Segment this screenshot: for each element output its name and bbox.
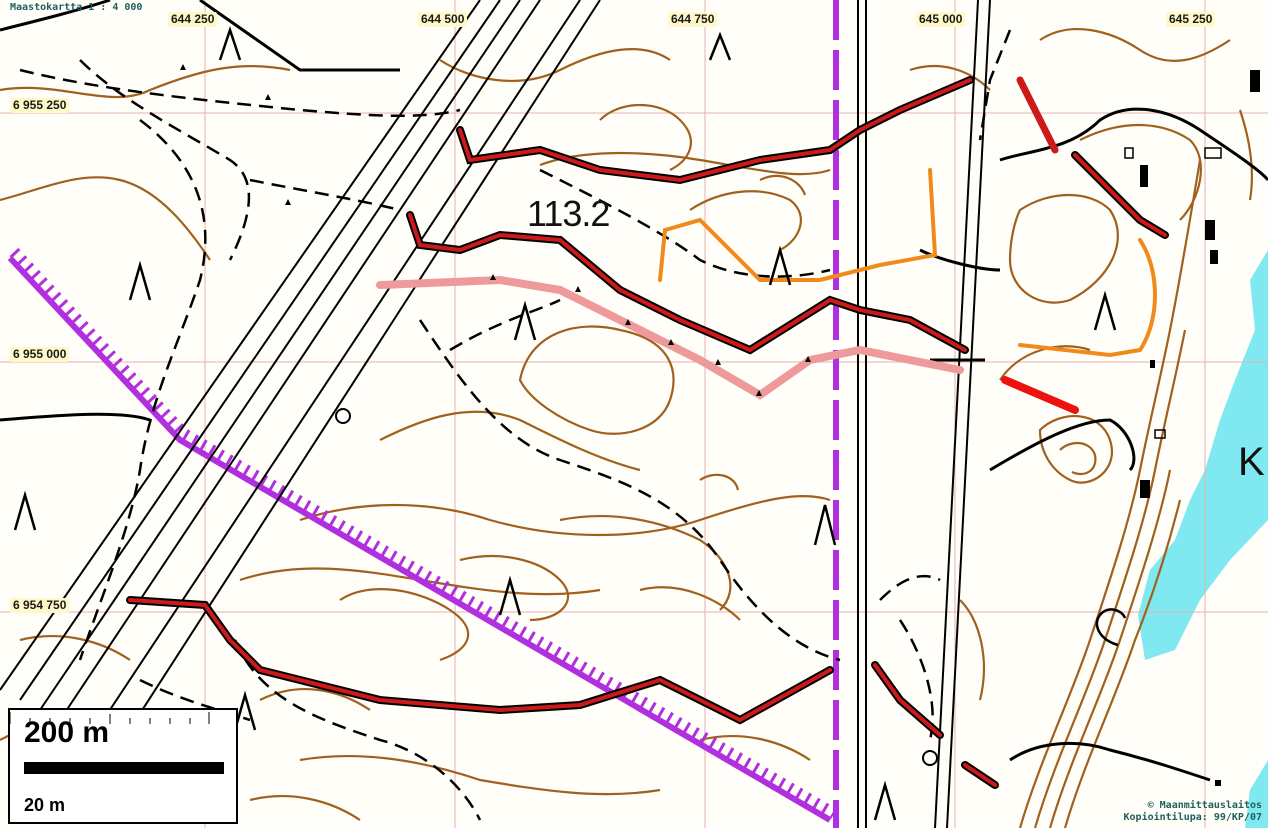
scale-bar bbox=[24, 762, 224, 774]
contour-lines bbox=[0, 28, 1254, 828]
rock-symbols bbox=[13, 26, 1117, 821]
building-outlines bbox=[1124, 147, 1222, 439]
buildings bbox=[1140, 70, 1260, 786]
copyright-notice: © Maanmittauslaitos Kopiointilupa: 99/KP… bbox=[1124, 800, 1262, 824]
grid-x-label-644500: 644 500 bbox=[418, 12, 468, 27]
grid-x-label-645000: 645 000 bbox=[916, 12, 966, 27]
elevation-label: 113.2 bbox=[527, 193, 610, 234]
map-title: Maastokartta 1 : 4 000 bbox=[10, 2, 143, 13]
pink-road bbox=[376, 275, 964, 400]
area-letter-label: K bbox=[1238, 440, 1265, 484]
well-symbol bbox=[335, 408, 351, 424]
black-roads bbox=[0, 0, 1268, 782]
grid-x-label-645250: 645 250 bbox=[1166, 12, 1216, 27]
grid-y-label-6955000: 6 955 000 bbox=[10, 347, 70, 362]
grid-x-label-644750: 644 750 bbox=[668, 12, 718, 27]
well-symbol-2 bbox=[922, 750, 938, 766]
scale-bar-panel: 200 m 20 m bbox=[8, 708, 238, 824]
grid-y-label-6955250: 6 955 250 bbox=[10, 98, 70, 113]
scale-main-label: 200 m bbox=[24, 716, 110, 749]
orange-roads bbox=[658, 168, 1157, 358]
red-roads bbox=[126, 76, 1169, 789]
lake-water bbox=[1138, 250, 1268, 660]
scale-sub-label: 20 m bbox=[24, 795, 66, 815]
grid-x-label-644250: 644 250 bbox=[168, 12, 218, 27]
depression-symbol bbox=[1095, 608, 1127, 647]
scale-ticks bbox=[10, 712, 210, 724]
lake-water-2 bbox=[1245, 760, 1268, 828]
slope-markers bbox=[180, 64, 811, 396]
copyright-line-2: Kopiointilupa: 99/KP/07 bbox=[1123, 812, 1262, 823]
grid-y-label-6954750: 6 954 750 bbox=[10, 598, 70, 613]
copyright-line-1: © Maanmittauslaitos bbox=[1147, 800, 1262, 811]
